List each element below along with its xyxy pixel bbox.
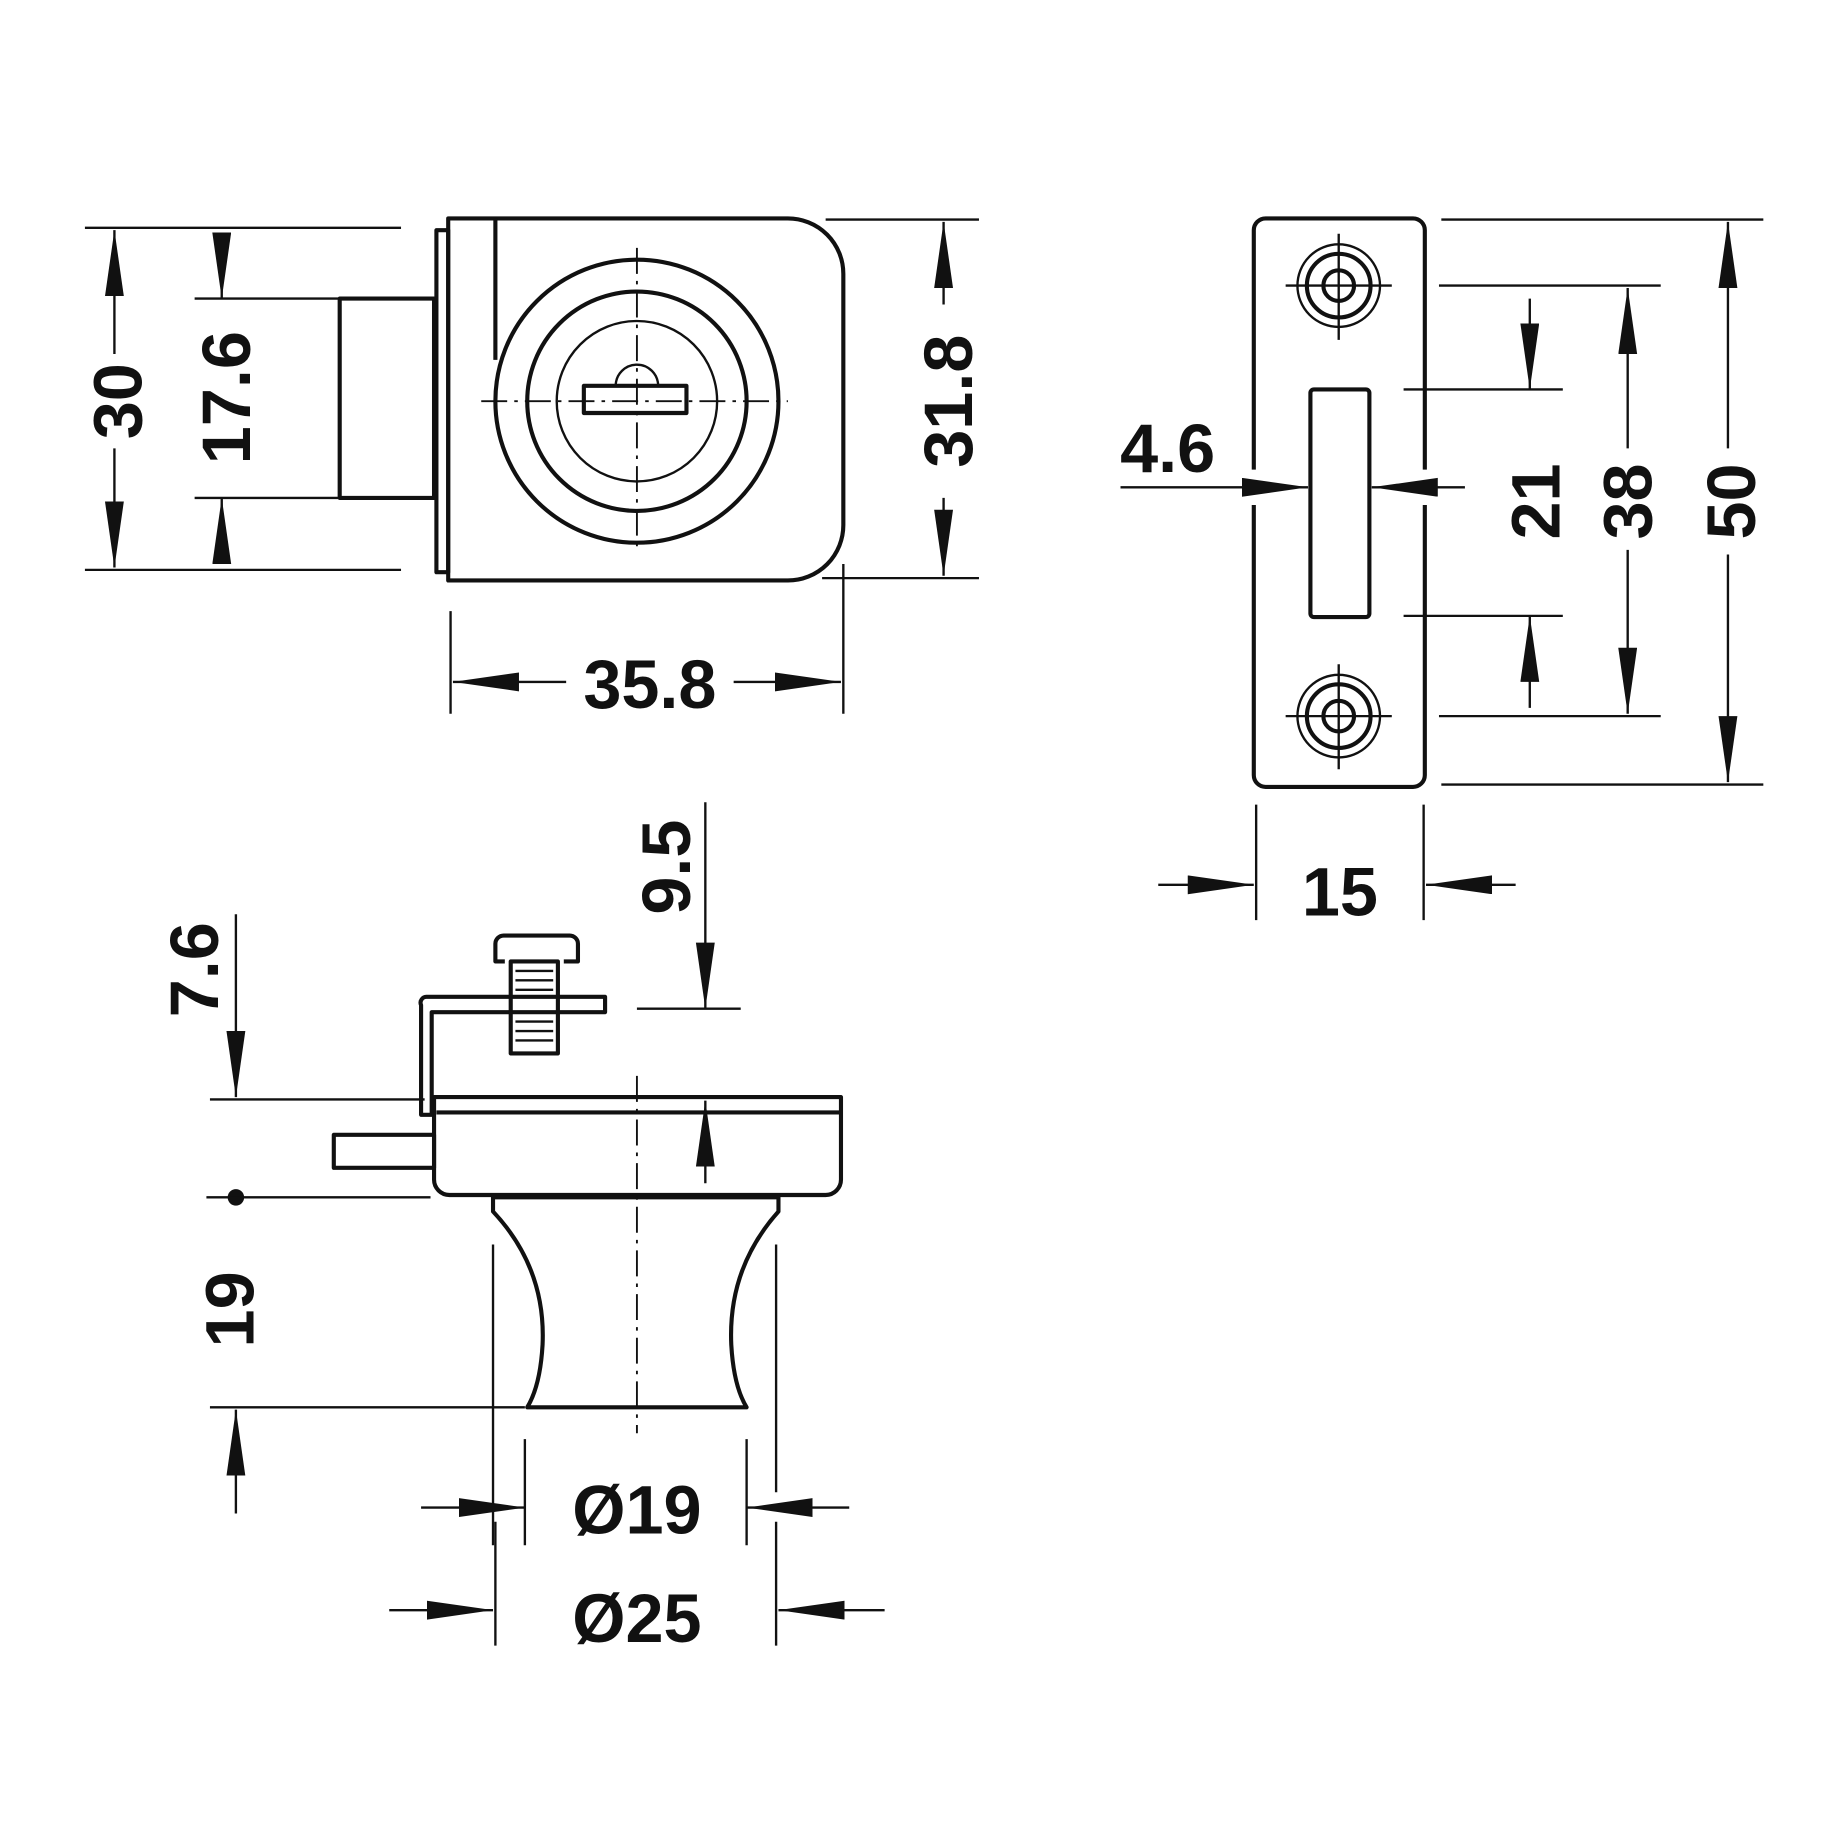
screw-hole-top [1285, 233, 1392, 340]
dim-19: 19 [193, 1271, 269, 1347]
dim-38: 38 [1590, 463, 1666, 539]
lock-flange [434, 228, 451, 575]
side-body [431, 1095, 844, 1198]
dim-17-6: 17.6 [189, 331, 265, 464]
clamp-screw-head [493, 933, 581, 964]
dim-4-6: 4.6 [1120, 411, 1215, 487]
knob [490, 1195, 781, 1410]
strike-slot [1308, 387, 1372, 620]
dim-15: 15 [1302, 854, 1378, 930]
bolt-block [337, 296, 437, 500]
strike-plate-view: 4.6 21 38 50 15 [1120, 216, 1770, 930]
front-view: 30 17.6 31.8 35.8 [81, 216, 987, 723]
dim-dia-19: Ø19 [572, 1473, 701, 1549]
bolt-pin [331, 1132, 437, 1170]
dim-21: 21 [1498, 463, 1574, 539]
dim-dia-25: Ø25 [572, 1581, 701, 1657]
dim-7-6: 7.6 [157, 922, 233, 1017]
dim-50: 50 [1694, 463, 1770, 539]
lock-body [446, 216, 846, 583]
side-view: 9.5 7.6 19 Ø19 Ø25 [157, 802, 885, 1657]
key-slot-bar [581, 383, 689, 416]
mounting-bracket [418, 994, 608, 1117]
key-slot [614, 363, 660, 386]
dim-9-5: 9.5 [629, 820, 705, 915]
dim-30: 30 [81, 363, 157, 439]
screw-hole-bottom [1285, 664, 1392, 770]
clamp-screw-thread [508, 959, 560, 1056]
dim-35-8: 35.8 [583, 647, 716, 723]
dim-31-8: 31.8 [911, 335, 987, 468]
